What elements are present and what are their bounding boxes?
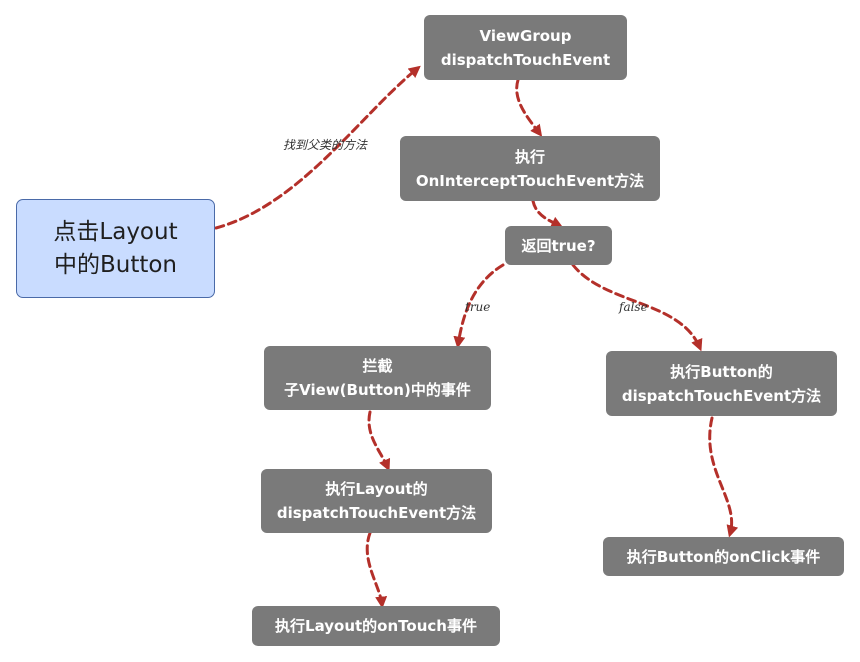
node-text-line: ViewGroup <box>479 26 572 45</box>
edge-layout-dispatch-to-ontouch <box>365 531 388 609</box>
node-button-dispatch: 执行Button的 dispatchTouchEvent方法 <box>606 351 837 416</box>
node-text-line: 拦截 <box>362 357 393 375</box>
edge-intercept-to-decision <box>531 199 564 228</box>
node-text-line: 点击Layout <box>53 218 178 245</box>
node-decision-return-true: 返回true? <box>505 226 612 265</box>
node-layout-ontouch: 执行Layout的onTouch事件 <box>252 606 500 646</box>
node-viewgroup-dispatch: ViewGroup dispatchTouchEvent <box>424 15 627 80</box>
edge-label-false: false <box>618 300 648 314</box>
node-button-onclick: 执行Button的onClick事件 <box>603 537 844 576</box>
node-text-line: 子View(Button)中的事件 <box>284 381 471 399</box>
node-text-line: 执行 <box>514 147 545 166</box>
edge-button-dispatch-to-onclick <box>708 416 739 538</box>
edge-label-find-parent: 找到父类的方法 <box>283 138 368 152</box>
node-text-line: dispatchTouchEvent <box>440 50 611 69</box>
node-text-line: 执行Layout的 <box>325 480 428 498</box>
node-execute-intercept: 执行 OnInterceptTouchEvent方法 <box>400 136 660 201</box>
node-intercept-child-events: 拦截 子View(Button)中的事件 <box>264 346 491 410</box>
edge-decision-false-branch <box>571 263 703 352</box>
node-layout-dispatch: 执行Layout的 dispatchTouchEvent方法 <box>261 469 492 533</box>
edge-decision-true-branch <box>453 263 505 349</box>
node-text-line: 中的Button <box>53 251 178 278</box>
node-text-line: OnInterceptTouchEvent方法 <box>415 171 645 190</box>
edge-start-to-viewgroup <box>214 65 421 230</box>
node-click-layout-button: 点击Layout 中的Button <box>16 199 215 298</box>
edge-viewgroup-to-intercept <box>515 78 543 137</box>
node-text-line: 返回true? <box>521 236 596 255</box>
edge-label-true: true <box>465 300 490 314</box>
node-text-line: 执行Button的 <box>670 362 773 381</box>
edge-intercept-child-to-layout-dispatch <box>367 410 391 472</box>
node-text-line: dispatchTouchEvent方法 <box>621 386 822 405</box>
node-text-line: 执行Button的onClick事件 <box>626 547 821 566</box>
node-text-line: dispatchTouchEvent方法 <box>276 504 477 522</box>
node-text-line: 执行Layout的onTouch事件 <box>275 617 477 635</box>
